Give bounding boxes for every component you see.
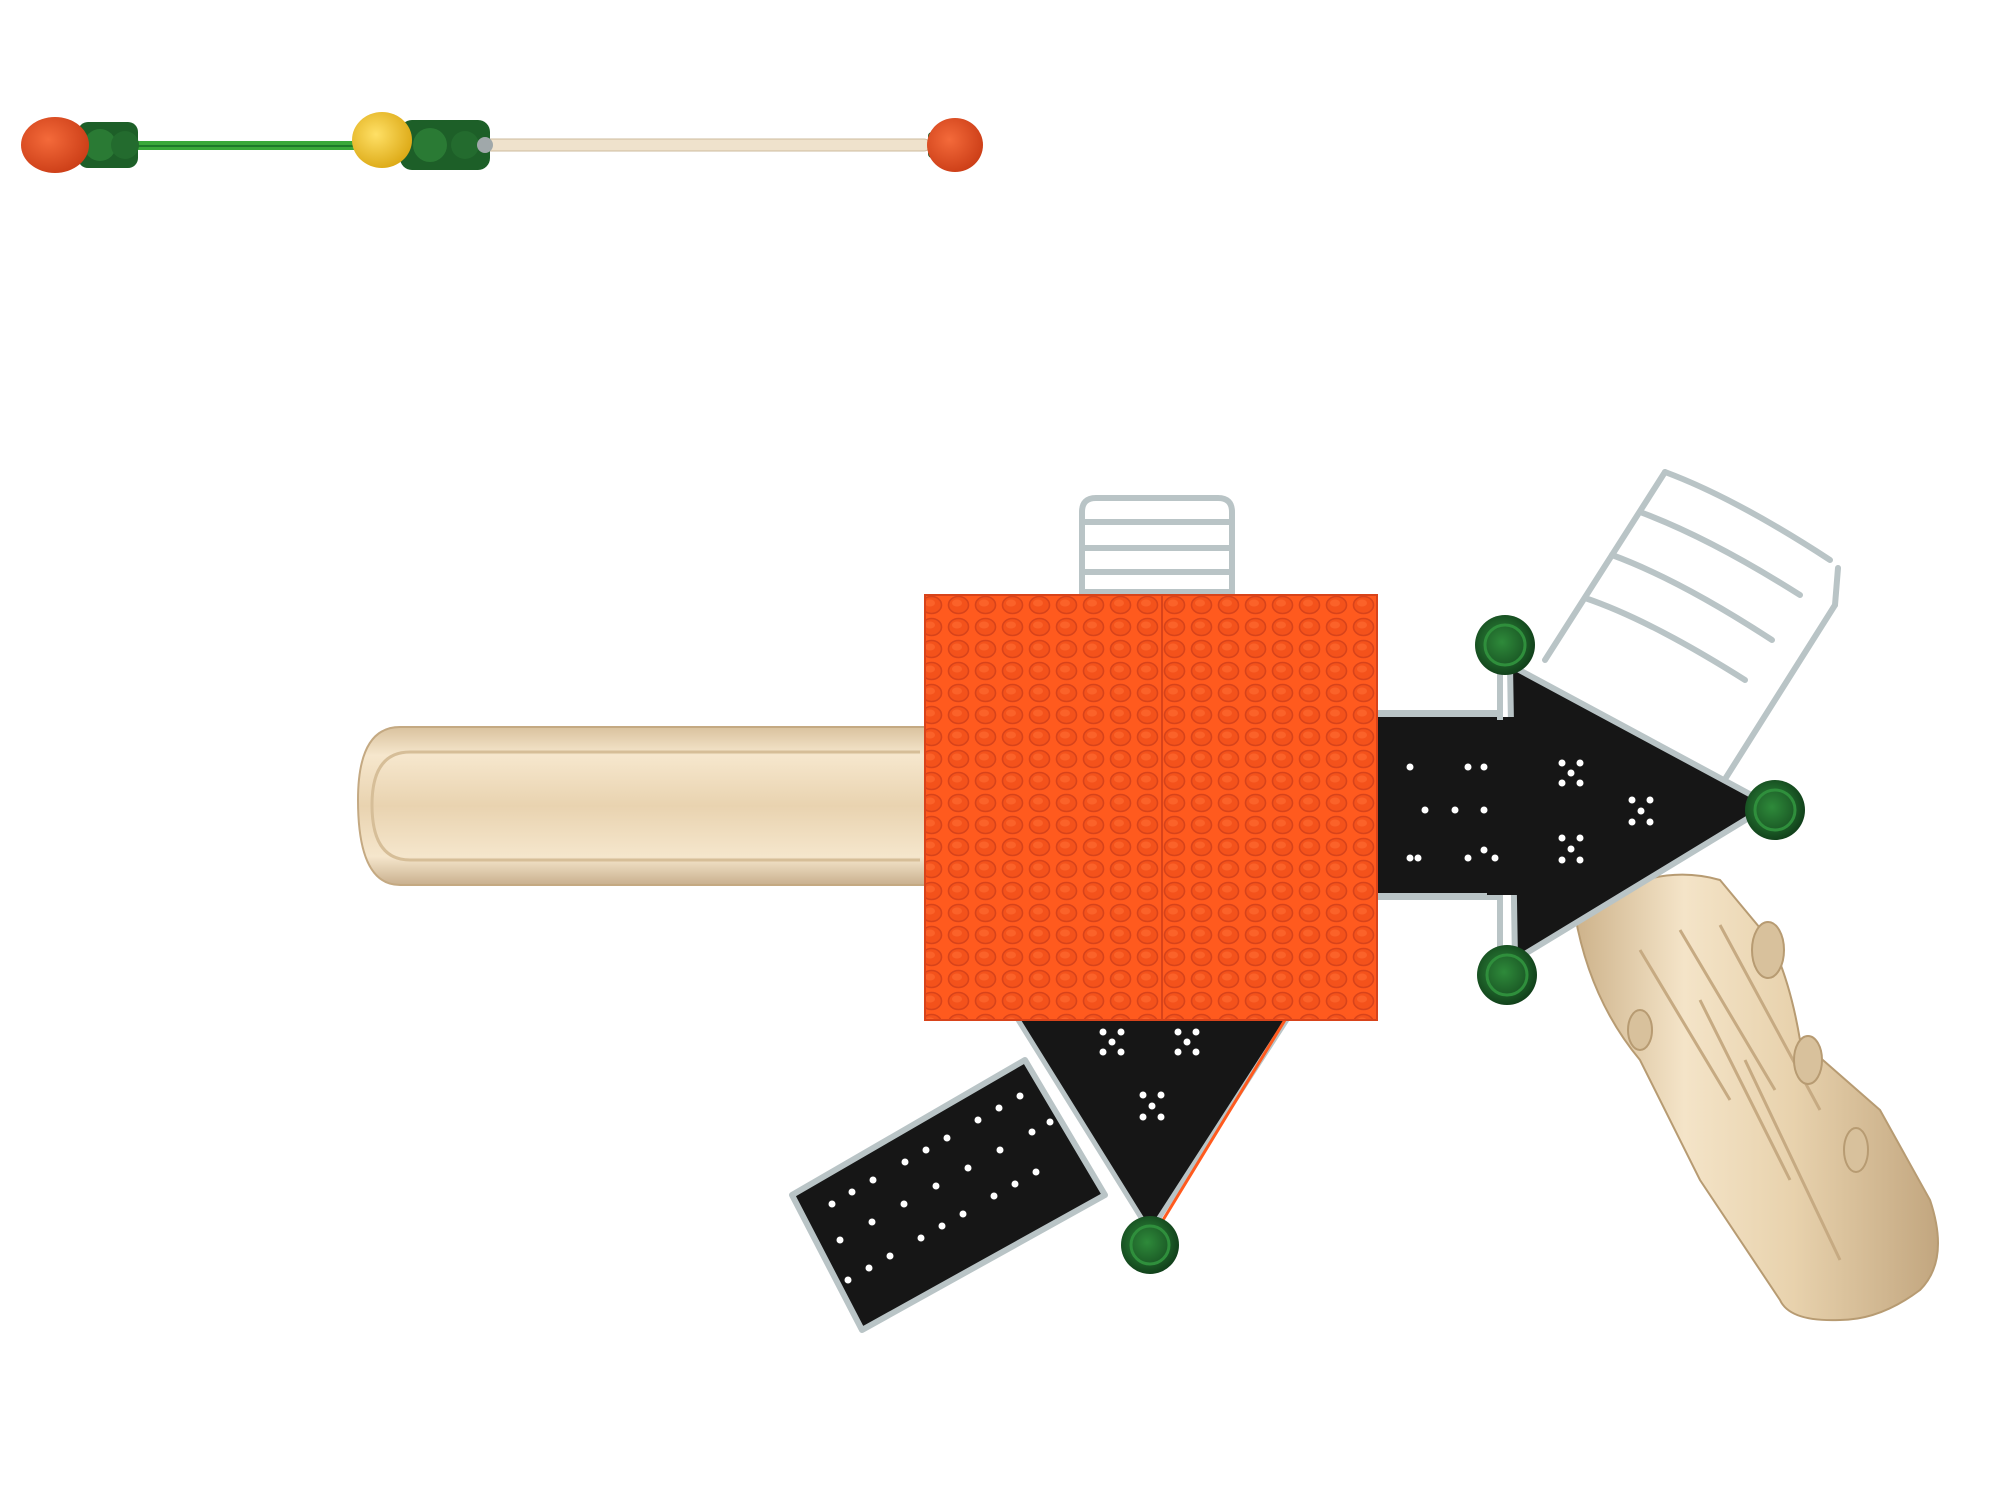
post-cap-icon: [1477, 945, 1537, 1005]
straight-slide-icon[interactable]: [356, 726, 931, 886]
tan-beam: [469, 138, 931, 152]
post-cap-icon: [1745, 780, 1805, 840]
side-profile-view: [21, 112, 983, 173]
post-cap-icon: [1121, 1216, 1179, 1274]
triangle-deck-holes: [1099, 1028, 1200, 1121]
ladder-top-icon: [1079, 495, 1235, 603]
yellow-ball-icon: [352, 112, 412, 168]
ramp-bridge-icon[interactable]: [789, 1057, 1108, 1333]
middle-post-cluster: [400, 120, 493, 170]
roof-panel-icon[interactable]: [924, 594, 1378, 1021]
red-ball-left-icon: [21, 117, 89, 173]
arrow-deck-holes: [1406, 759, 1654, 864]
left-post-cluster: [78, 122, 139, 168]
green-beam-shadow: [60, 145, 370, 147]
red-ball-right-icon: [927, 118, 983, 172]
curved-slide-icon[interactable]: [1573, 873, 1939, 1322]
post-cap-icon: [1475, 615, 1535, 675]
ladder-right-icon: [1542, 469, 1841, 798]
ramp-bridge-holes: [828, 1092, 1054, 1284]
